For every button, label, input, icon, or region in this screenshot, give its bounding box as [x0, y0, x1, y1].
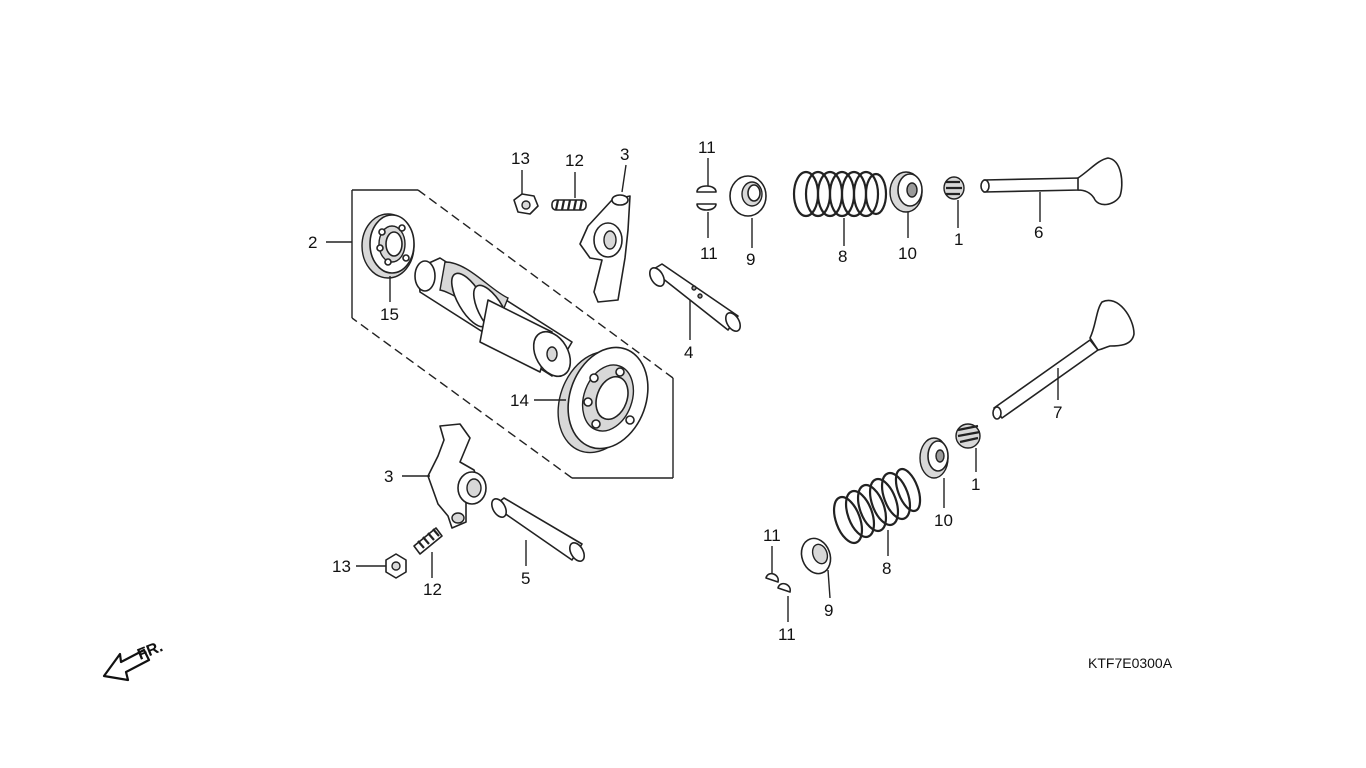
cotters-upper: [696, 185, 717, 211]
callout-nut-upper: 13: [511, 149, 530, 168]
rocker-shaft-lower: [490, 497, 586, 562]
callout-seat-lower: 10: [934, 511, 953, 530]
spring-seat-lower: [919, 437, 949, 479]
bearing-small: [361, 213, 415, 279]
callout-cotter-upper-a: 11: [698, 138, 716, 157]
callout-rocker-lower: 3: [384, 467, 393, 486]
retainer-lower: [800, 537, 832, 575]
nut-lower: [385, 553, 407, 579]
camshaft-group-outline: [351, 189, 674, 479]
valve-lower: [992, 299, 1135, 420]
nut-upper: [513, 193, 539, 215]
adjuster-screw-lower: [413, 527, 443, 555]
rocker-arm-upper: [579, 194, 631, 303]
stem-seal-upper: [943, 176, 965, 200]
callout-seat-upper: 10: [898, 244, 917, 263]
retainer-upper: [729, 175, 767, 217]
valve-upper: [980, 157, 1123, 206]
callout-spring-lower: 8: [882, 559, 891, 578]
bearing-large: [557, 346, 649, 454]
callout-camshaft-assembly: 2: [308, 233, 317, 252]
callout-retainer-lower: 9: [824, 601, 833, 620]
callout-seal-lower: 1: [971, 475, 980, 494]
callout-seal-upper: 1: [954, 230, 963, 249]
valve-spring-upper: [792, 170, 888, 218]
callout-adjuster-upper: 12: [565, 151, 584, 170]
callout-shaft-lower: 5: [521, 569, 530, 588]
leader-lines: [326, 158, 1059, 622]
front-direction-label: FR.: [135, 638, 165, 663]
camshaft: [414, 257, 573, 378]
callout-bearing-large: 14: [510, 391, 529, 410]
callout-cotter-lower-a: 11: [763, 526, 781, 545]
stem-seal-lower: [955, 423, 981, 449]
callout-labels: 13 12 3 11 11 9 8 10 1 6 2 15 4 14 7 3 1…: [308, 138, 1062, 644]
callout-adjuster-lower: 12: [423, 580, 442, 599]
cotters-lower: [765, 572, 791, 593]
callout-shaft-upper: 4: [684, 343, 693, 362]
callout-valve-upper: 6: [1034, 223, 1043, 242]
front-direction-indicator: FR.: [102, 638, 165, 682]
callout-retainer-upper: 9: [746, 250, 755, 269]
callout-spring-upper: 8: [838, 247, 847, 266]
valve-spring-lower: [832, 467, 922, 545]
callout-bearing-small: 15: [380, 305, 399, 324]
callout-cotter-upper-b: 11: [700, 244, 718, 263]
callout-cotter-lower-b: 11: [778, 625, 796, 644]
rocker-arm-lower: [427, 423, 487, 529]
callout-valve-lower: 7: [1053, 403, 1062, 422]
adjuster-screw-upper: [551, 199, 587, 211]
rocker-shaft-upper: [648, 263, 742, 332]
diagram-reference-code: KTF7E0300A: [1088, 655, 1173, 671]
callout-nut-lower: 13: [332, 557, 351, 576]
spring-seat-upper: [889, 171, 923, 213]
front-arrow-icon: [102, 648, 151, 682]
callout-rocker-upper: 3: [620, 145, 629, 164]
